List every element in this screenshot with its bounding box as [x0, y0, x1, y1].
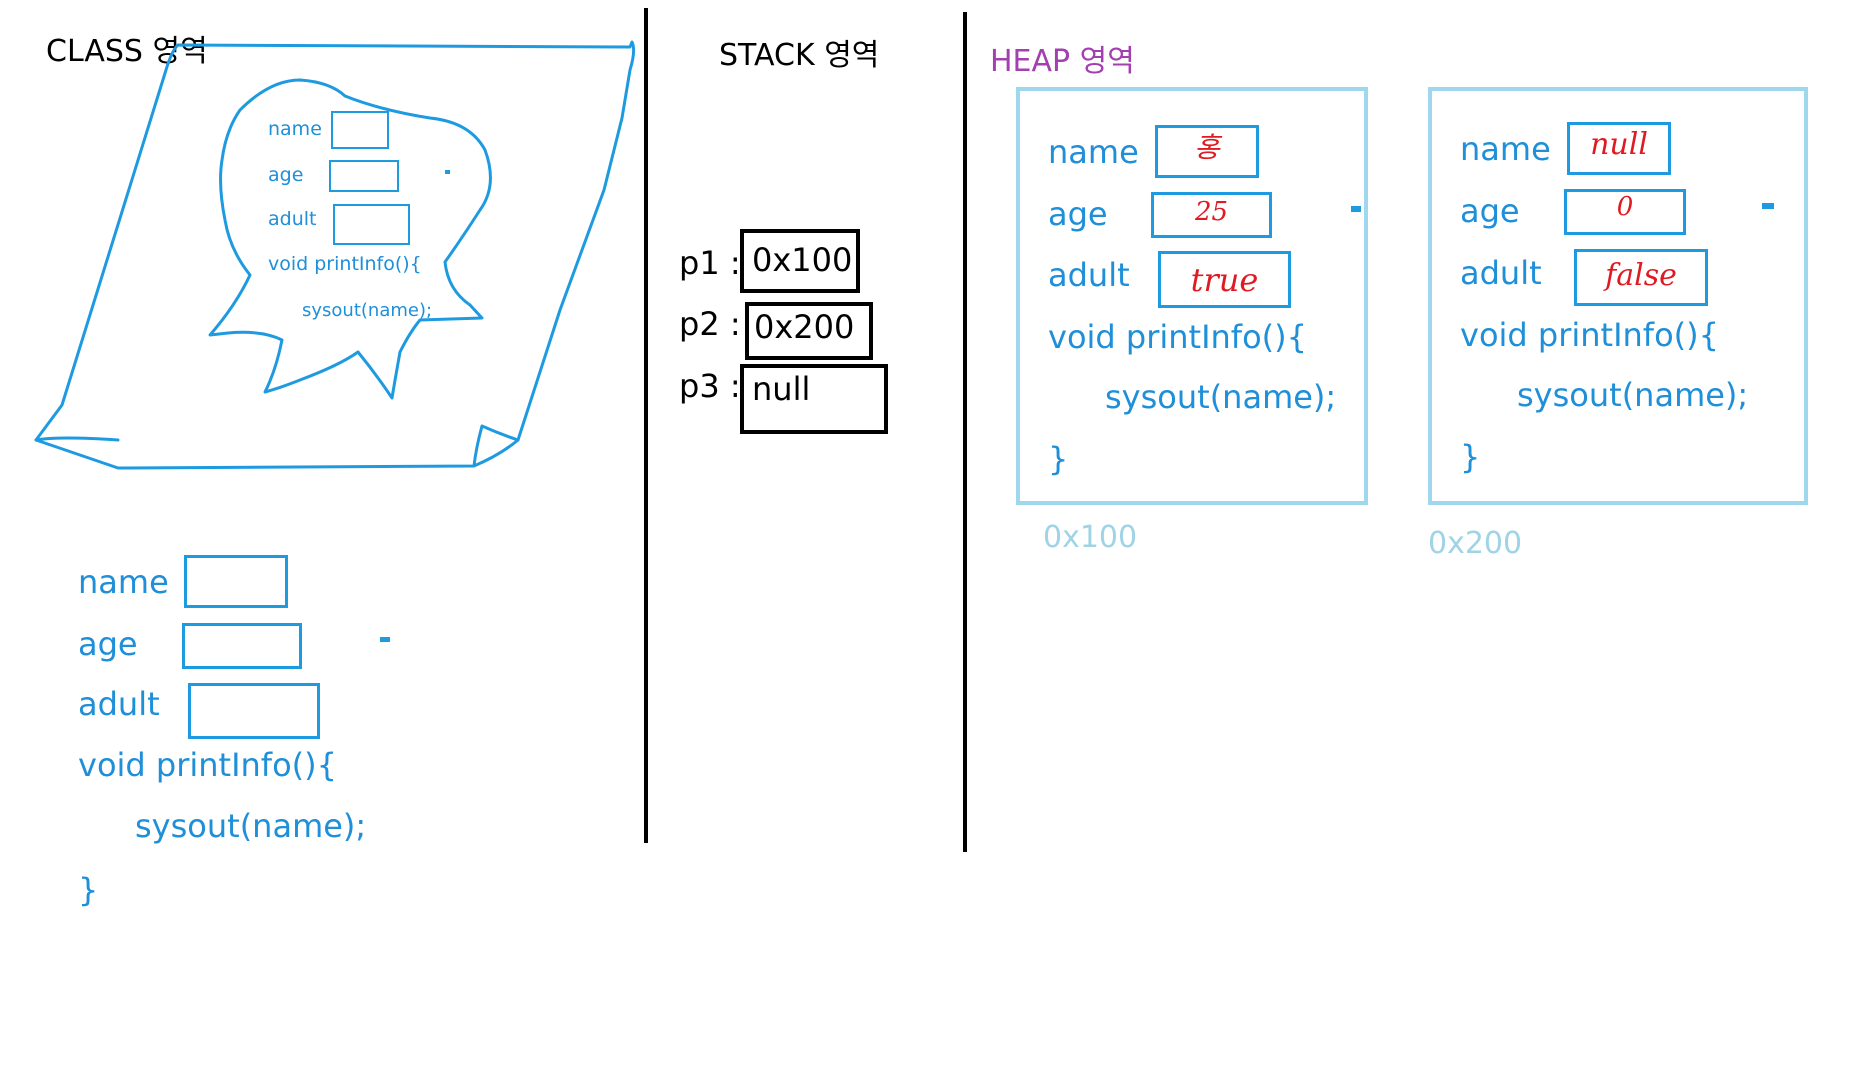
- heap-object-1-age-value: 25: [1194, 197, 1229, 227]
- class-name-box: [184, 555, 288, 608]
- sketch-age-box: [329, 160, 399, 192]
- heap-object-2-name-box: [1567, 122, 1671, 175]
- class-adult-box: [188, 683, 320, 739]
- stack-area-title: STACK 영역: [719, 38, 880, 73]
- sketch-field-name: name: [268, 118, 322, 140]
- heap-object-2-field-age: age: [1460, 192, 1520, 230]
- class-method-close: }: [78, 871, 99, 909]
- heap-object-2-method-body: sysout(name);: [1517, 376, 1749, 414]
- heap-object-2-frame: [1428, 87, 1808, 505]
- heap-object-1-field-adult: adult: [1048, 256, 1130, 294]
- stack-var-p1-label: p1 :: [679, 244, 741, 282]
- heap-area-title: HEAP 영역: [990, 44, 1135, 79]
- sketch-method-body: sysout(name);: [302, 300, 433, 321]
- heap-object-2-method-close: }: [1460, 438, 1481, 476]
- stack-var-p2-label: p2 :: [679, 305, 741, 343]
- heap-object-2-dot: [1762, 203, 1774, 209]
- heap-object-1-name-value: 홍: [1194, 131, 1220, 164]
- stack-var-p3-box: null: [740, 364, 888, 434]
- stack-var-p1-box: 0x100: [740, 229, 860, 293]
- class-field-adult: adult: [78, 685, 160, 723]
- heap-object-1-adult-box: [1158, 251, 1291, 308]
- heap-object-1-age-box: [1151, 192, 1272, 238]
- heap-object-1-adult-value: true: [1190, 261, 1259, 299]
- heap-object-1-address: 0x100: [1043, 520, 1138, 555]
- sketch-adult-box: [333, 204, 410, 245]
- heap-object-2-field-adult: adult: [1460, 254, 1542, 292]
- heap-object-2-address: 0x200: [1428, 526, 1523, 561]
- heap-object-1-field-name: name: [1048, 133, 1139, 171]
- class-method-signature: void printInfo(){: [78, 746, 337, 784]
- heap-object-1-name-box: [1155, 125, 1259, 178]
- heap-object-1-field-age: age: [1048, 195, 1108, 233]
- heap-object-1-method-signature: void printInfo(){: [1048, 318, 1307, 356]
- divider-stack-heap: [963, 12, 967, 852]
- heap-object-2-name-value: null: [1590, 127, 1648, 162]
- class-age-box: [182, 623, 302, 669]
- heap-object-2-age-box: [1564, 189, 1686, 235]
- heap-object-1-method-body: sysout(name);: [1105, 378, 1337, 416]
- sketch-name-box: [331, 111, 389, 149]
- heap-object-2-adult-box: [1574, 249, 1708, 306]
- heap-object-2-method-signature: void printInfo(){: [1460, 316, 1719, 354]
- class-field-age: age: [78, 625, 138, 663]
- heap-object-2-field-name: name: [1460, 130, 1551, 168]
- class-field-name: name: [78, 563, 169, 601]
- sketch-field-adult: adult: [268, 208, 317, 230]
- class-method-body: sysout(name);: [135, 807, 367, 845]
- heap-object-2-age-value: 0: [1616, 192, 1634, 222]
- sketch-dot: [445, 170, 450, 174]
- sketch-method-signature: void printInfo(){: [268, 253, 422, 275]
- class-dot: [380, 637, 390, 642]
- stack-var-p2-box: 0x200: [745, 302, 873, 360]
- class-area-title: CLASS 영역: [46, 34, 208, 69]
- heap-object-2-adult-value: false: [1605, 258, 1677, 293]
- heap-object-1-dot: [1351, 206, 1361, 212]
- divider-class-stack: [644, 8, 648, 843]
- heap-object-1-frame: [1016, 87, 1368, 505]
- class-paper-sketch: [34, 40, 636, 470]
- stack-var-p3-label: p3 :: [679, 367, 741, 405]
- heap-object-1-method-close: }: [1048, 440, 1069, 478]
- sketch-field-age: age: [268, 164, 304, 186]
